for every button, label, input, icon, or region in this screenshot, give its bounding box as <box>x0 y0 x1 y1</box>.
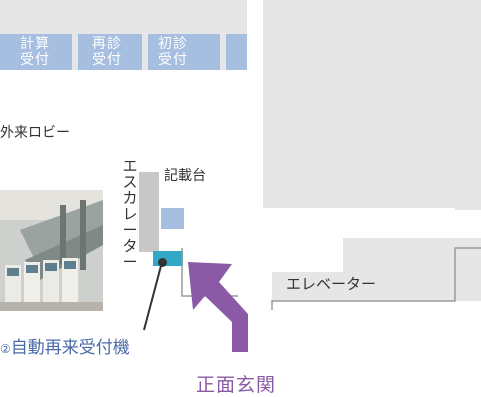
kiosk-photo-image <box>0 190 103 311</box>
entrance-label: 正面玄関 <box>196 374 277 396</box>
counter-billing-line2: 受付 <box>20 52 50 68</box>
counter-row: 計算 受付 再診 受付 初診 受付 <box>0 34 247 70</box>
counter-revisit-line1: 再診 <box>92 36 122 52</box>
kiosk-pointer-line <box>143 261 163 331</box>
building-block <box>263 0 481 208</box>
kiosk-label-prefix: ② <box>0 342 11 356</box>
kiosk-label-text: 自動再来受付機 <box>10 338 130 358</box>
counter-first-visit[interactable]: 初診 受付 <box>148 34 220 70</box>
writing-desk[interactable] <box>161 208 184 229</box>
kiosk-photo <box>0 190 103 311</box>
counter-first-visit-line1: 初診 <box>158 36 188 52</box>
elevator-label: エレベーター <box>286 275 377 293</box>
reception-area <box>0 0 247 34</box>
counter-billing-line1: 計算 <box>20 36 50 52</box>
elevator-wall <box>271 247 481 310</box>
counter-revisit[interactable]: 再診 受付 <box>78 34 142 70</box>
counter-first-visit-line2: 受付 <box>158 52 188 68</box>
counter-revisit-line2: 受付 <box>92 52 122 68</box>
desk-label: 記載台 <box>164 168 206 184</box>
counter-billing[interactable]: 計算 受付 <box>0 34 72 70</box>
elevator-area <box>272 238 481 301</box>
escalator-label: エスカレーター <box>122 157 138 271</box>
arrow-up-left-icon <box>188 262 248 352</box>
lobby-label: 外来ロビー <box>0 125 70 141</box>
counter-extra <box>226 34 247 70</box>
building-step <box>455 200 481 210</box>
escalator <box>139 172 159 252</box>
kiosk-label: ②自動再来受付機 <box>0 333 130 358</box>
